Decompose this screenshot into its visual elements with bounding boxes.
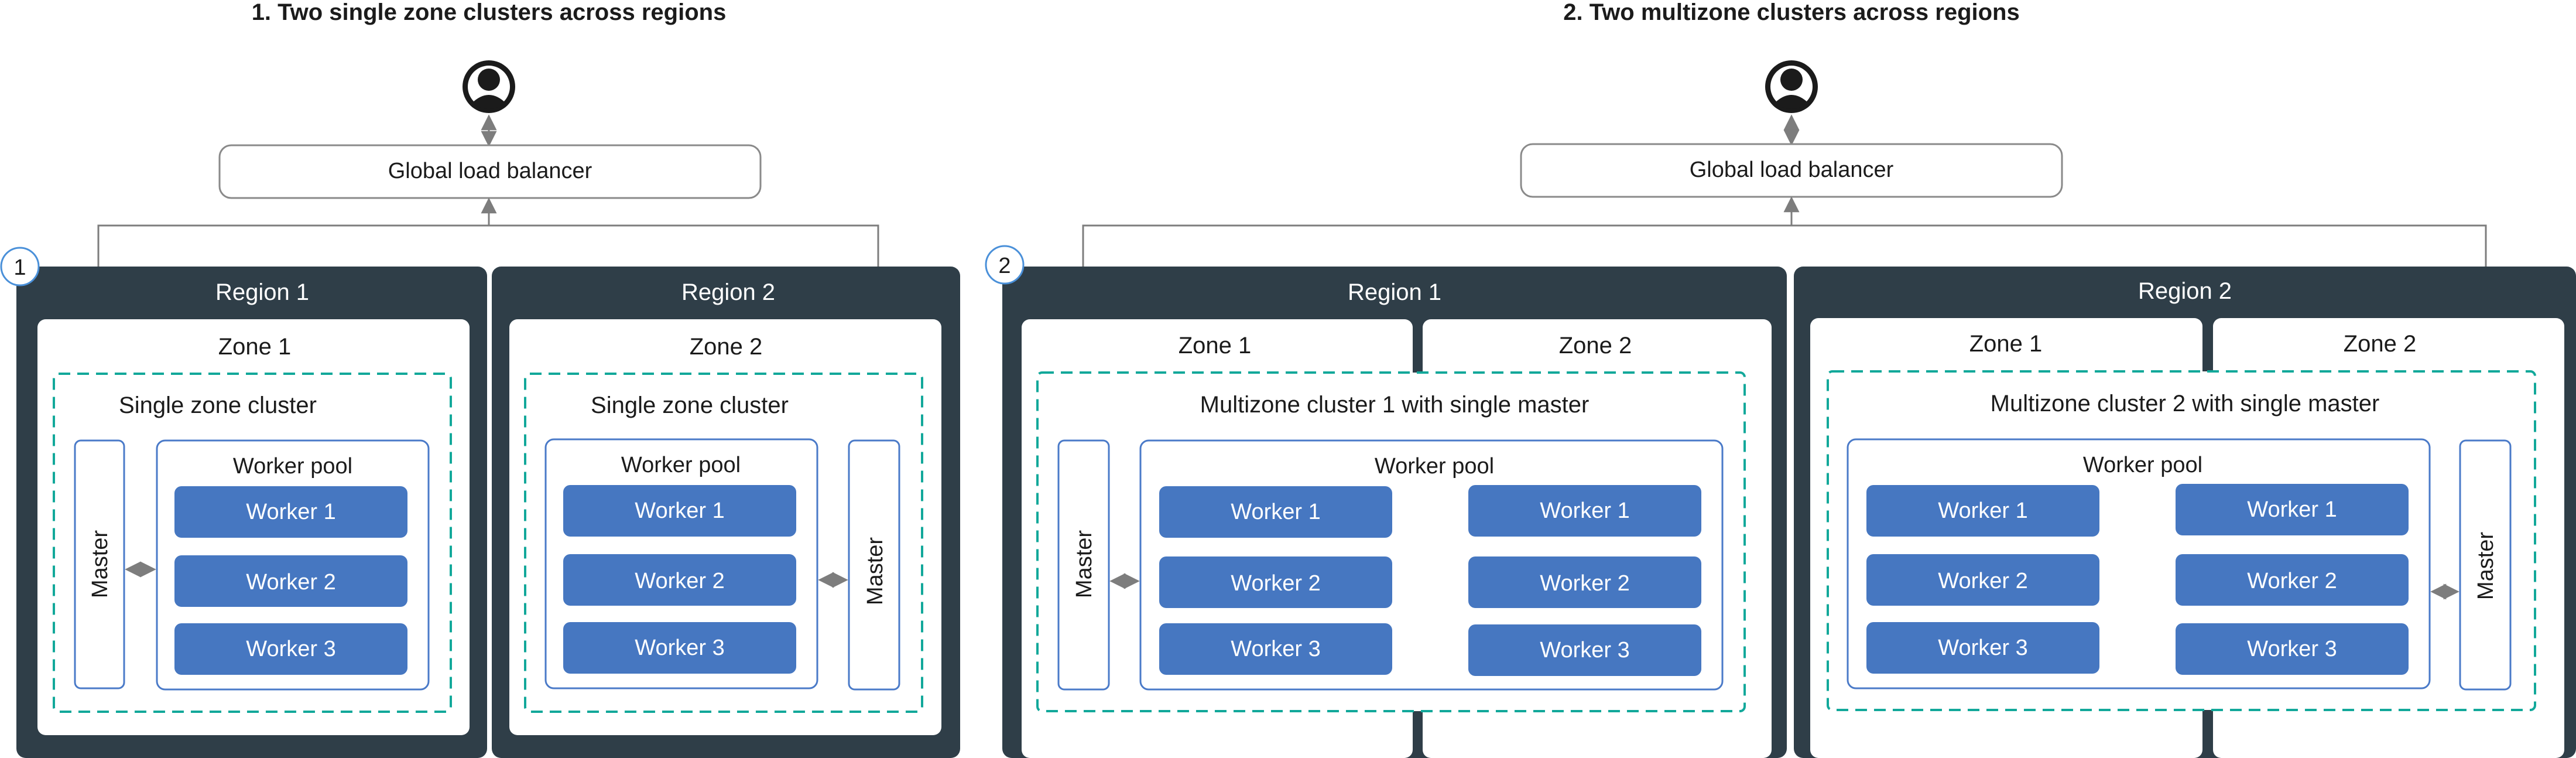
global-load-balancer-label: Global load balancer: [1690, 158, 1894, 182]
worker-label: Worker 2: [2247, 569, 2337, 593]
master-label: Master: [863, 537, 888, 605]
master-node: [74, 439, 125, 689]
master-label: Master: [2474, 532, 2498, 600]
cluster-label: Single zone cluster: [591, 392, 789, 418]
worker-node: [563, 622, 796, 674]
left-region-1: Region 1 Zone 1 Single zone cluster Mast…: [16, 267, 487, 758]
worker-node: [563, 554, 796, 606]
svg-text:1: 1: [13, 255, 26, 280]
worker-node: [2176, 484, 2409, 535]
worker-node: [1468, 485, 1701, 537]
worker-label: Worker 3: [2247, 637, 2337, 661]
worker-label: Worker 2: [1938, 569, 2027, 593]
region-label: Region 2: [681, 279, 775, 305]
left-panel: 1. Two single zone clusters across regio…: [0, 0, 960, 758]
scenario-2-badge: 2: [985, 245, 1025, 285]
master-label: Master: [1072, 530, 1097, 598]
zone-label: Zone 1: [1969, 331, 2043, 357]
worker-label: Worker 1: [635, 498, 724, 523]
worker-node: [1159, 623, 1392, 675]
worker-label: Worker 3: [1540, 638, 1629, 663]
zone-label: Zone 1: [218, 334, 292, 360]
region-label: Region 1: [1348, 279, 1441, 305]
cluster-label: Single zone cluster: [119, 392, 317, 418]
cluster-boundary: [53, 373, 452, 713]
worker-label: Worker 2: [635, 569, 724, 593]
zone-label: Zone 2: [2344, 331, 2417, 357]
worker-label: Worker 2: [1231, 571, 1320, 596]
worker-label: Worker 2: [246, 570, 335, 595]
region-label: Region 1: [215, 279, 309, 305]
worker-node: [1159, 556, 1392, 608]
left-region-2: Region 2 Zone 2 Single zone cluster Work…: [492, 267, 960, 758]
global-load-balancer-label: Global load balancer: [388, 159, 592, 183]
right-panel: 2. Two multizone clusters across regions…: [985, 0, 2576, 758]
worker-label: Worker 3: [1938, 636, 2027, 660]
scenario-1-badge: 1: [0, 247, 40, 286]
master-node: [848, 439, 900, 691]
zone-label: Zone 2: [690, 334, 763, 360]
worker-node: [1866, 485, 2099, 537]
worker-pool-label: Worker pool: [1375, 454, 1494, 479]
worker-node: [1468, 624, 1701, 676]
worker-label: Worker 3: [246, 637, 335, 661]
cluster-boundary: [524, 373, 923, 713]
left-user-icon: [463, 60, 515, 113]
worker-node: [174, 623, 407, 675]
region-label: Region 2: [2138, 278, 2232, 304]
worker-node: [2176, 554, 2409, 606]
worker-node: [1866, 622, 2099, 674]
master-label: Master: [88, 530, 112, 598]
right-user-icon: [1765, 60, 1818, 113]
cluster-boundary: [1827, 370, 2536, 711]
worker-node: [1866, 554, 2099, 606]
worker-label: Worker 1: [1231, 500, 1320, 524]
cluster-boundary: [1036, 371, 1746, 712]
worker-label: Worker 3: [635, 636, 724, 660]
worker-pool-label: Worker pool: [233, 454, 352, 479]
worker-label: Worker 1: [1540, 498, 1629, 523]
zone-label: Zone 1: [1179, 333, 1252, 358]
cluster-label: Multizone cluster 2 with single master: [1991, 391, 2380, 416]
worker-node: [1468, 556, 1701, 608]
right-region-1: Region 1 Zone 1 Zone 2 Multizone cluster…: [1002, 267, 1787, 758]
right-region-2: Region 2 Zone 1 Zone 2 Multizone cluster…: [1794, 267, 2576, 758]
cluster-label: Multizone cluster 1 with single master: [1200, 392, 1590, 418]
worker-node: [2176, 623, 2409, 675]
worker-label: Worker 1: [1938, 498, 2027, 523]
worker-label: Worker 3: [1231, 637, 1320, 661]
worker-label: Worker 1: [2247, 497, 2337, 522]
master-node: [2459, 439, 2512, 691]
worker-node: [563, 485, 796, 537]
worker-label: Worker 1: [246, 500, 335, 524]
worker-node: [174, 555, 407, 607]
worker-label: Worker 2: [1540, 571, 1629, 596]
worker-pool-label: Worker pool: [621, 453, 741, 477]
svg-text:2: 2: [998, 254, 1010, 278]
master-node: [1057, 439, 1110, 691]
right-title: 2. Two multizone clusters across regions: [1563, 0, 2019, 25]
left-title: 1. Two single zone clusters across regio…: [252, 0, 727, 25]
worker-pool-label: Worker pool: [2083, 453, 2202, 477]
worker-node: [1159, 486, 1392, 538]
worker-node: [174, 486, 407, 538]
zone-label: Zone 2: [1559, 333, 1632, 358]
